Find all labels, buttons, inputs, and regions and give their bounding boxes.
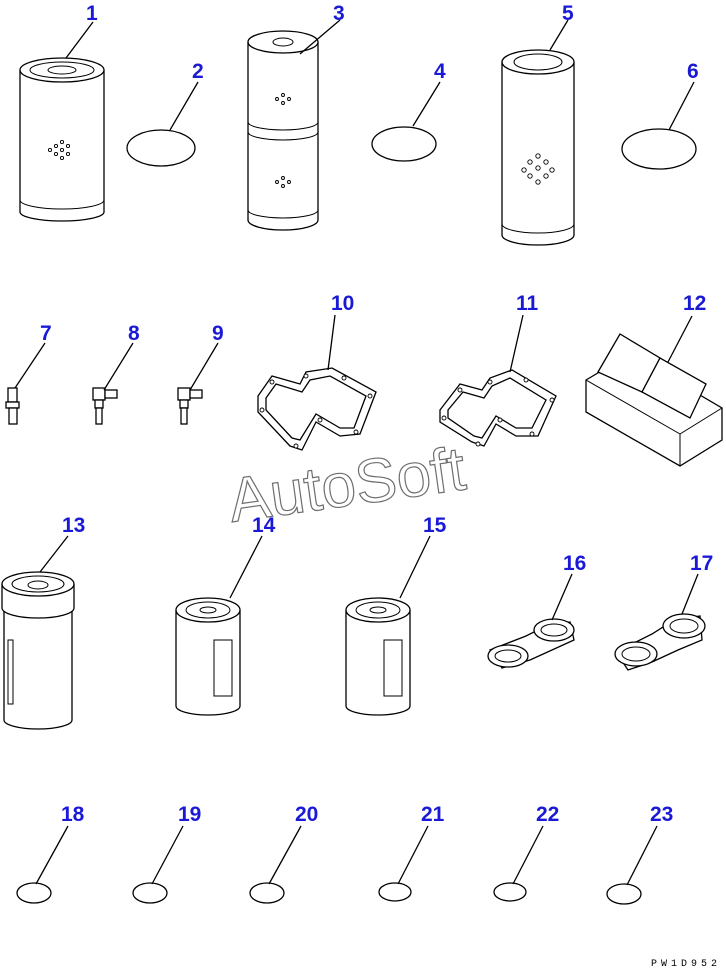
part-13-spin-on-filter — [1, 571, 75, 730]
callout-22: 22 — [536, 803, 559, 826]
part-9-elbow-fitting — [177, 387, 203, 425]
part-14-spin-on-filter — [175, 597, 241, 716]
callout-14: 14 — [252, 514, 276, 537]
part-15-spin-on-filter — [345, 597, 411, 716]
callout-18: 18 — [61, 803, 85, 826]
part-6-o-ring — [621, 128, 697, 170]
callout-9: 9 — [212, 322, 224, 345]
part-10-gasket — [257, 367, 377, 451]
callout-13: 13 — [62, 514, 85, 537]
callout-19: 19 — [178, 803, 201, 826]
part-3-double-filter-element — [247, 30, 319, 231]
callout-6: 6 — [687, 60, 699, 83]
part-22-o-ring — [493, 882, 527, 902]
part-23-o-ring — [606, 883, 642, 905]
part-21-o-ring — [378, 882, 412, 902]
part-12-carton-box — [585, 333, 723, 467]
callout-4: 4 — [434, 60, 446, 83]
part-4-o-ring — [371, 126, 437, 162]
callout-17: 17 — [690, 552, 713, 575]
callout-23: 23 — [650, 803, 673, 826]
drawing-code: PW1D952 — [651, 959, 721, 969]
part-1-filter-element — [19, 57, 105, 222]
part-2-o-ring — [126, 129, 196, 167]
callout-12: 12 — [683, 292, 706, 315]
callout-2: 2 — [192, 60, 204, 83]
part-5-filter-element — [501, 49, 575, 246]
callout-10: 10 — [331, 292, 354, 315]
callout-8: 8 — [128, 322, 140, 345]
callout-11: 11 — [516, 292, 539, 315]
callout-7: 7 — [40, 322, 52, 345]
part-11-gasket — [439, 369, 557, 447]
part-20-o-ring — [249, 882, 285, 904]
callout-1: 1 — [86, 2, 98, 25]
part-8-elbow-fitting — [92, 387, 118, 425]
part-7-straight-fitting — [5, 387, 20, 425]
callout-20: 20 — [295, 803, 318, 826]
callout-16: 16 — [563, 552, 586, 575]
callout-21: 21 — [421, 803, 445, 826]
part-16-filter-wrench — [487, 618, 575, 669]
callout-5: 5 — [562, 2, 574, 25]
part-17-filter-wrench — [614, 613, 706, 671]
part-18-o-ring — [16, 882, 52, 904]
callout-3: 3 — [333, 2, 345, 25]
part-19-o-ring — [132, 882, 168, 904]
callout-15: 15 — [423, 514, 447, 537]
